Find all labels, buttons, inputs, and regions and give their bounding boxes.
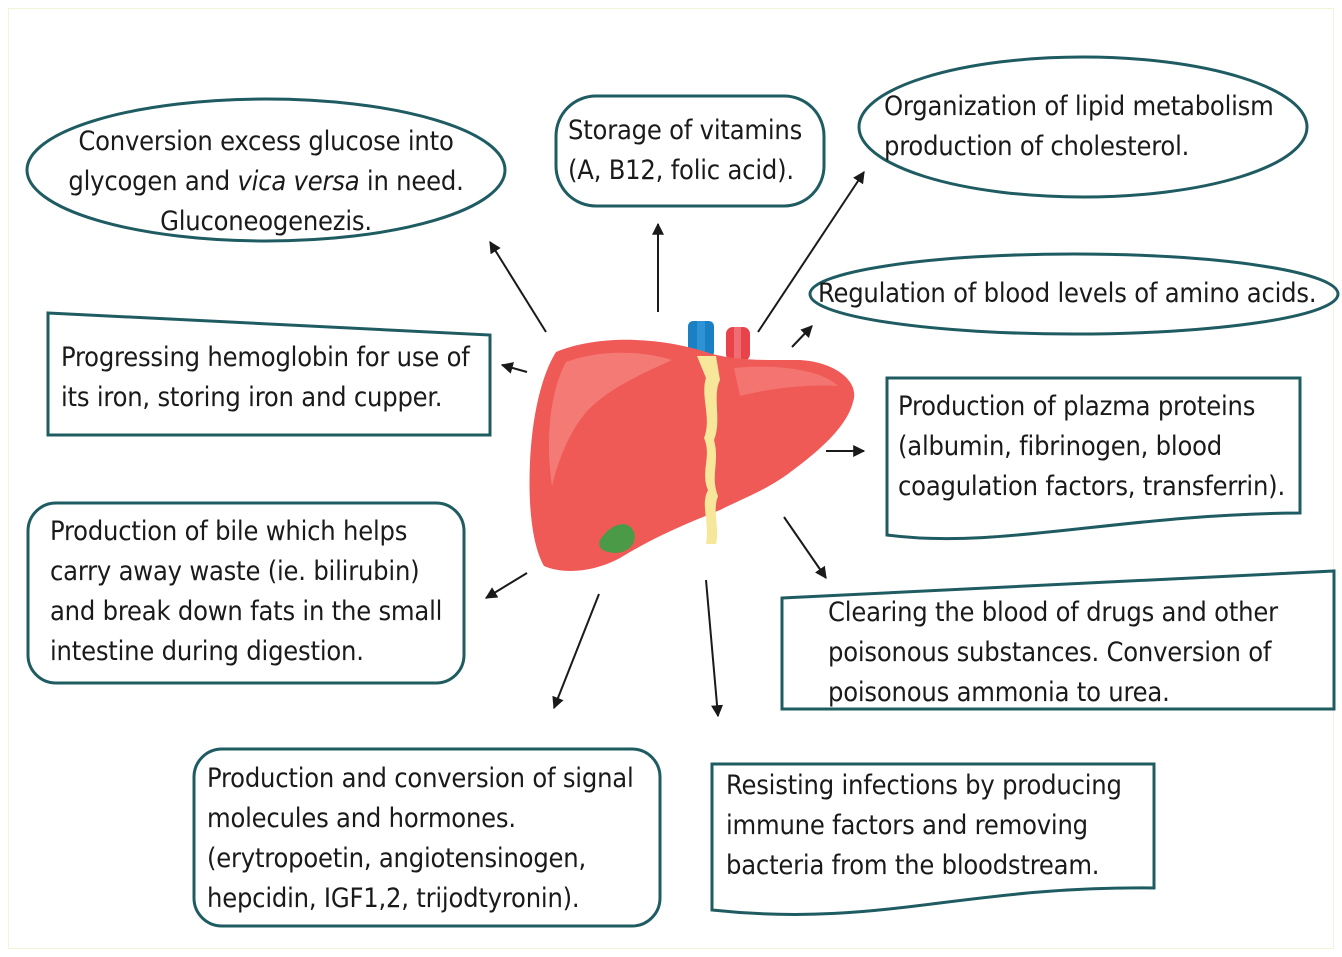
vitamins-text: Storage of vitamins (A, B12, folic acid)…: [568, 111, 802, 191]
arrow-to-bile: [486, 573, 527, 598]
arrow-to-signal: [554, 594, 599, 708]
glycogen-line-1: Conversion excess glucose into: [56, 122, 476, 162]
glycogen-line-3: Gluconeogenezis.: [56, 202, 476, 242]
signal-text: Production and conversion of signal mole…: [207, 759, 634, 919]
arrow-to-glycogen: [490, 242, 546, 332]
arrow-to-hemoglobin: [502, 365, 527, 372]
liver-icon: [530, 321, 855, 571]
glycogen-text: Conversion excess glucose into glycogen …: [56, 122, 476, 242]
infection-text: Resisting infections by producing immune…: [726, 766, 1122, 886]
clearing-text: Clearing the blood of drugs and other po…: [828, 593, 1278, 713]
arrow-to-amino: [792, 326, 812, 347]
arrow-to-infection: [706, 580, 718, 716]
bile-text: Production of bile which helps carry awa…: [50, 512, 442, 672]
plasma-text: Production of plazma proteins (albumin, …: [898, 387, 1285, 507]
arrow-to-clearing: [784, 517, 826, 578]
amino-text: Regulation of blood levels of amino acid…: [818, 274, 1316, 314]
hemoglobin-text: Progressing hemoglobin for use of its ir…: [61, 338, 470, 418]
lipid-text: Organization of lipid metabolism product…: [884, 87, 1274, 167]
glycogen-line-2: glycogen and vica versa in need.: [56, 162, 476, 202]
